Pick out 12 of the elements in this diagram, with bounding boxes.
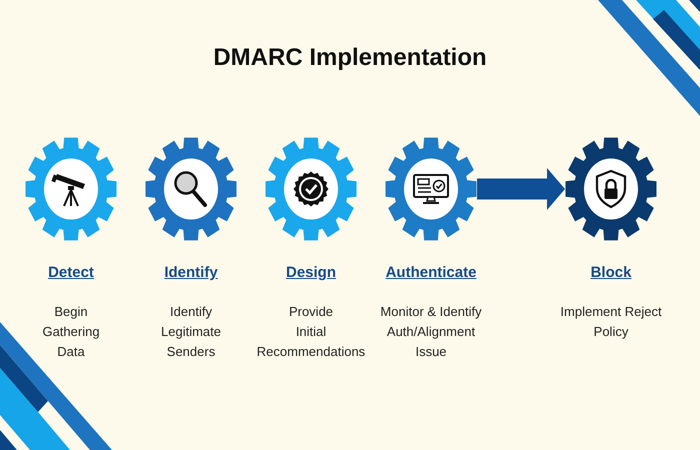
step-description: Identify Legitimate Senders [161, 303, 221, 361]
step-heading: Design [286, 264, 336, 282]
arrow [477, 168, 565, 210]
title: DMARC Implementation [213, 44, 487, 71]
step-heading: Block [590, 264, 632, 282]
step-description: Monitor & Identify Auth/Alignment Issue [379, 303, 483, 361]
step-description: Begin Gathering Data [42, 303, 100, 361]
step-heading: Identify [164, 264, 218, 282]
step-description: Implement Reject Policy [559, 303, 663, 341]
step-heading: Authenticate [386, 264, 476, 282]
step-description: Provide Initial Recommendations [256, 303, 366, 361]
step-heading: Detect [48, 264, 94, 282]
